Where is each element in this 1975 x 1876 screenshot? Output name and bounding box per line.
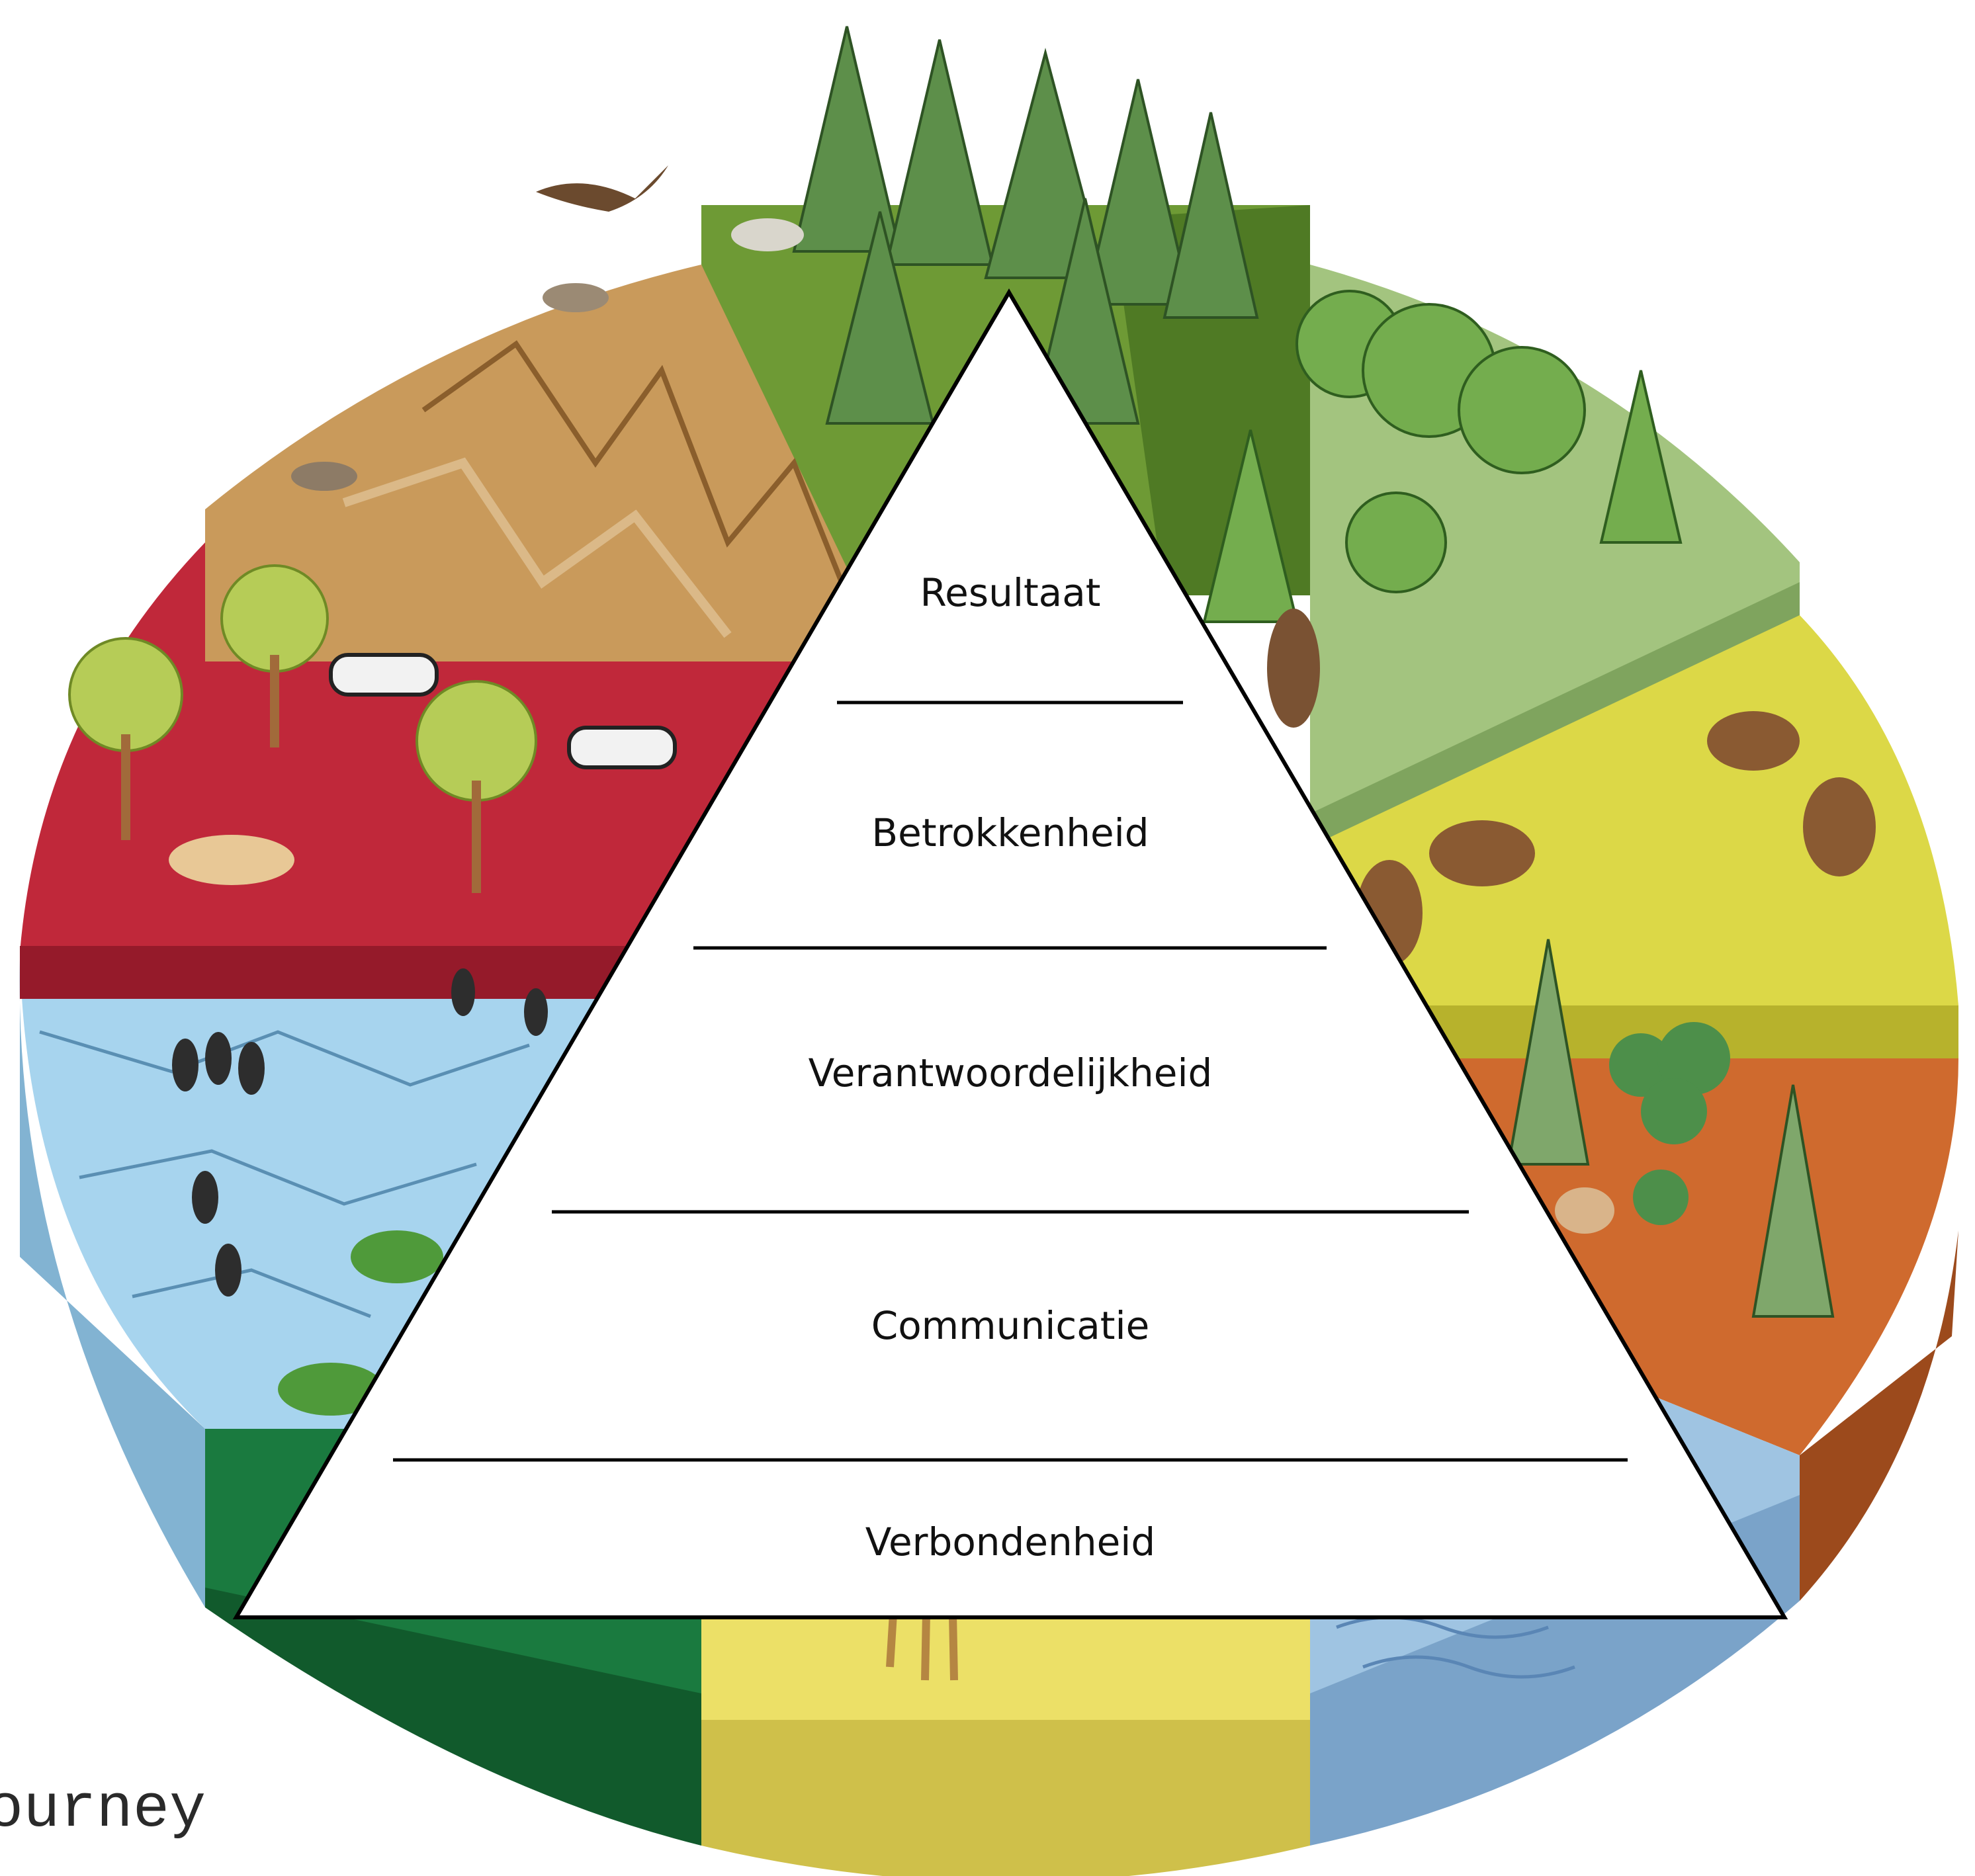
pyramid: Resultaat Betrokkenheid Verantwoordelijk… — [232, 288, 1788, 1619]
shrubland-vegetation — [1507, 939, 1835, 1318]
pyramid-level-label: Betrokkenheid — [871, 810, 1149, 855]
savanna-trees — [68, 564, 537, 893]
mountain-sector — [205, 265, 860, 661]
ice-cracks — [39, 1030, 530, 1318]
pyramid-level-label: Verbondenheid — [865, 1519, 1155, 1564]
wolf-icon — [731, 218, 804, 251]
desert-sector — [701, 1588, 1310, 1720]
eagle-icon — [536, 165, 668, 212]
mountain-ridges — [421, 340, 850, 597]
pyramid-level-label: Communicatie — [871, 1303, 1150, 1348]
grassland-sector-side — [1310, 1005, 1958, 1058]
scenery — [39, 26, 1876, 1681]
polar-sector-side — [19, 959, 206, 1607]
ibex-icon — [291, 462, 357, 491]
desert-sector-side — [701, 1693, 1310, 1876]
penguin-group — [172, 968, 548, 1297]
giraffe-icon — [886, 1613, 958, 1681]
lioness-icon — [169, 835, 294, 885]
goat-icon — [1555, 1187, 1614, 1234]
pyramid-level-label: Verantwoordelijkheid — [809, 1050, 1213, 1095]
pyramid-body — [232, 288, 1788, 1619]
rainforest-ferns — [278, 1230, 443, 1416]
watermark-text: ourney — [0, 1775, 206, 1844]
ibex-icon — [543, 283, 609, 312]
zebra-icon — [567, 726, 677, 769]
bear-icon — [1267, 609, 1320, 728]
broadleaf-trees — [1202, 290, 1683, 623]
mountain-ridges-2 — [342, 457, 732, 638]
conifer-trees — [792, 26, 1259, 425]
grassland-sector — [1310, 615, 1958, 1005]
zebra-icon — [329, 653, 439, 697]
broadleaf-forest-sector-side — [1310, 582, 1800, 853]
pyramid-level-label: Resultaat — [920, 570, 1100, 615]
shrubland-sector-side — [1800, 1230, 1958, 1601]
